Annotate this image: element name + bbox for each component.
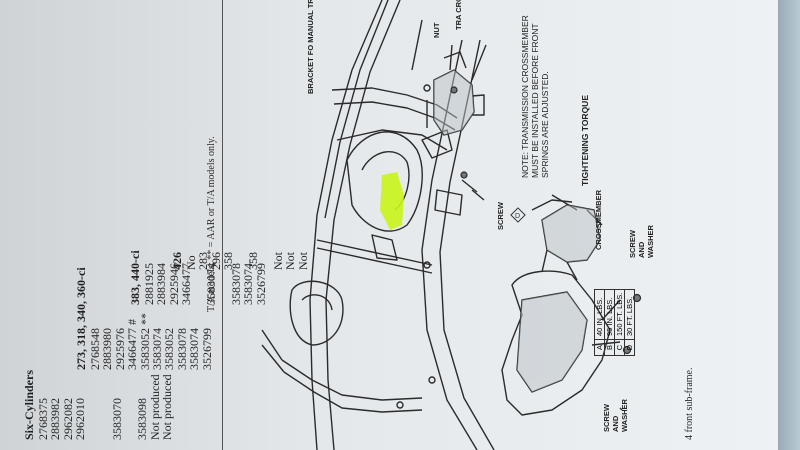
label-nut: NUT [432, 22, 441, 38]
highlighted-part [380, 172, 404, 230]
table-cell: 3583070 [110, 398, 125, 440]
torque-key: C [614, 339, 625, 356]
label-screw: SCREW [496, 202, 505, 230]
torque-value: 40 IN. LBS. [594, 289, 605, 340]
label-screw-washer-1: SCREW AND WASHER [628, 225, 655, 258]
label-crossmember: CROSSMEMBER [594, 189, 603, 250]
table-cell: 3526799 [199, 328, 214, 370]
page-edge [778, 0, 800, 450]
torque-title: TIGHTENING TORQUE [580, 95, 590, 186]
torque-value: 150 FT. LBS. [614, 289, 625, 340]
table-footnote: T/A models; ** = AAR or T/A models only. [206, 136, 217, 312]
table-cell: Not produced [160, 374, 174, 440]
column-header: 426 [170, 252, 184, 270]
torque-value: 30 FT. LBS. [624, 289, 635, 340]
torque-value: 95 IN. LBS. [604, 289, 615, 340]
torque-key: B [604, 339, 615, 356]
figure-caption: 4 front sub-frame. [684, 367, 695, 440]
table-cell: 2962010 [73, 398, 88, 440]
label-bracket: BRACKET FO MANUAL TRA ONLY [306, 0, 315, 94]
label-trans-cross: TRA CRO [454, 0, 463, 30]
screw-key-letter: D [515, 213, 520, 220]
upper-control-arm [346, 131, 423, 232]
torque-key: A [594, 339, 605, 356]
note-transmission: NOTE: TRANSMISSION CROSSMEMBER MUST BE I… [520, 15, 550, 178]
column-header: 383, 440-ci [128, 250, 142, 305]
transmission-crossmember [501, 270, 611, 416]
column-header: Six-Cylinders [22, 369, 36, 440]
torque-key: D [624, 339, 635, 356]
screw-key-diamond [510, 207, 526, 223]
column-header: 273, 318, 340, 360-ci [74, 267, 88, 370]
subframe-diagram: D [261, 0, 642, 450]
label-screw-washer-2: SCREW AND WASHER [602, 399, 629, 432]
page-divider [222, 0, 223, 450]
